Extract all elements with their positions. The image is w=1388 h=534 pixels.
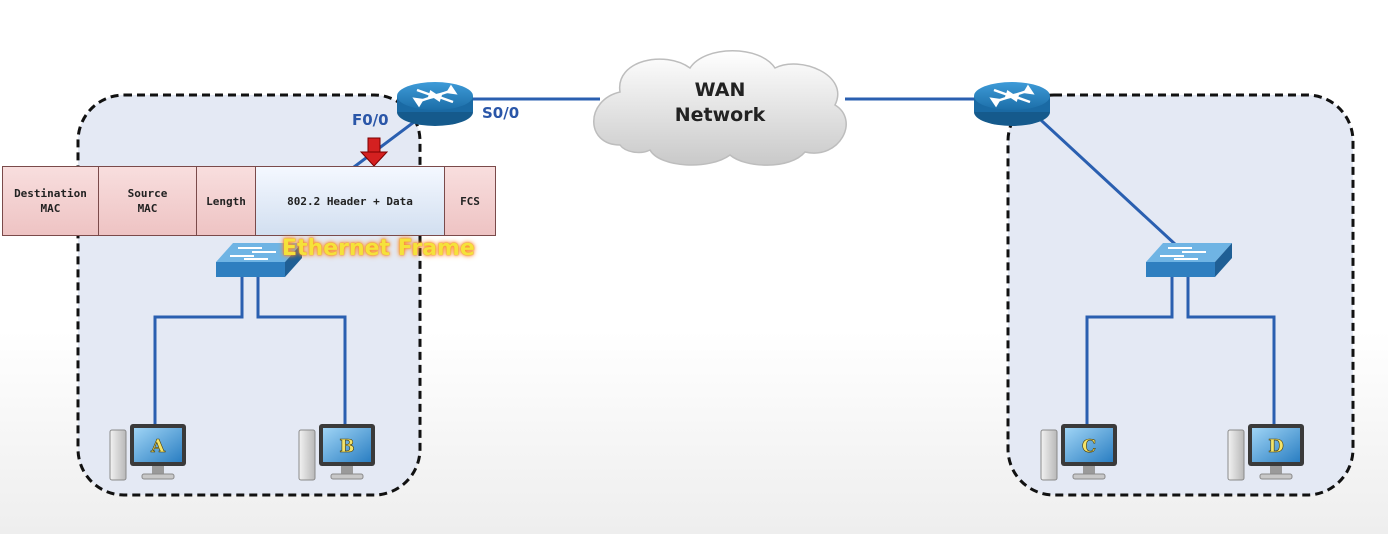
host-b-label: B [339, 436, 354, 457]
host-d-label: D [1268, 436, 1284, 457]
wan-cloud [593, 50, 847, 166]
link-router2-switch2 [1028, 108, 1178, 247]
host-d: D [1227, 424, 1304, 481]
host-c: C [1040, 424, 1117, 481]
host-a-label: A [150, 436, 166, 457]
ethernet-frame-title: Ethernet Frame [282, 236, 475, 261]
frame-down-arrow-icon [359, 137, 389, 167]
frame-field-header-data: 802.2 Header + Data [255, 166, 445, 236]
frame-field-destination-mac: Destination MAC [2, 166, 99, 236]
frame-field-length: Length [196, 166, 256, 236]
frame-field-source-mac: Source MAC [98, 166, 197, 236]
interface-s0-0-label: S0/0 [482, 104, 520, 122]
link-switch1-host-a [153, 275, 244, 430]
switch-left [216, 243, 302, 277]
frame-field-fcs: FCS [444, 166, 496, 236]
host-a: A [109, 424, 186, 481]
host-c-label: C [1082, 436, 1096, 457]
link-switch1-host-b [256, 275, 347, 430]
link-switch2-host-d [1186, 275, 1276, 430]
host-b: B [298, 424, 375, 481]
router-right [974, 82, 1050, 126]
right-lan-area [1006, 93, 1355, 497]
switch-right [1146, 243, 1232, 277]
ethernet-frame-fields: Destination MAC Source MAC Length 802.2 … [2, 166, 496, 236]
wan-network-label: WAN Network [674, 79, 766, 126]
interface-f0-0-label: F0/0 [352, 111, 389, 129]
router-left [397, 82, 473, 126]
link-switch2-host-c [1085, 275, 1174, 430]
